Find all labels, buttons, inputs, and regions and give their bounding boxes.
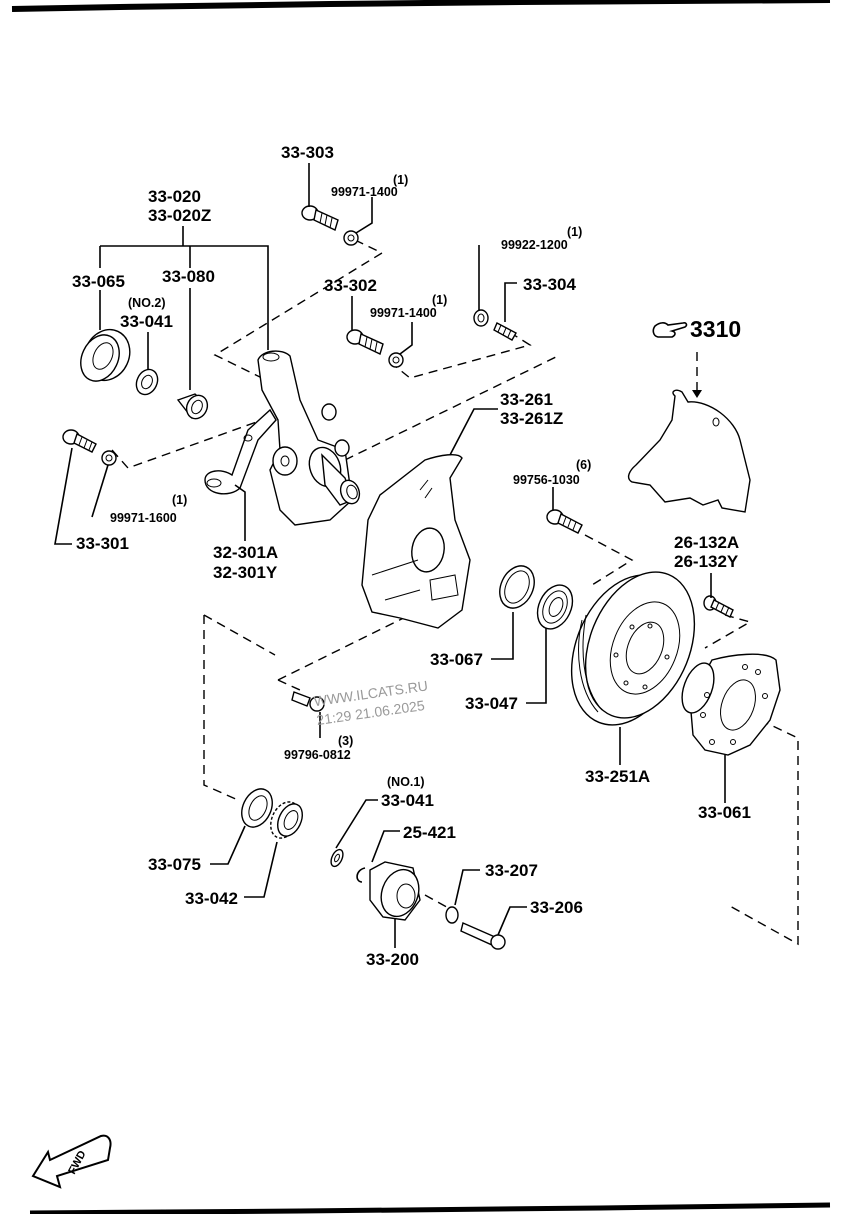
bolt-33-301-graphic (62, 429, 97, 453)
bolt-33-206-graphic (460, 922, 506, 950)
callout-33-061[interactable]: 33-061 (698, 803, 751, 822)
callout-99756-1030[interactable]: 99756-1030 (513, 473, 580, 487)
callout-26-132y[interactable]: 26-132Y (674, 552, 739, 571)
top-border (11, 0, 831, 12)
washer-33-041-no2-graphic (135, 368, 159, 396)
reference-section-number[interactable]: 3310 (690, 316, 741, 342)
nut-99971-1400-b-graphic (388, 352, 404, 368)
snap-ring-25-421-graphic (356, 867, 366, 883)
hub-lock-33-200-graphic (369, 861, 421, 921)
callout-33-042[interactable]: 33-042 (185, 889, 238, 908)
seal-33-065-graphic (80, 328, 131, 382)
callout-33-020z[interactable]: 33-020Z (148, 206, 211, 225)
callout-99796-0812[interactable]: 99796-0812 (284, 748, 351, 762)
callout-26-132a[interactable]: 26-132A (674, 533, 739, 552)
callout-33-261[interactable]: 33-261 (500, 390, 553, 409)
qty-99971-1400-a: (1) (393, 173, 408, 187)
leader-lines (54, 163, 726, 948)
callout-33-080[interactable]: 33-080 (162, 267, 215, 286)
callout-99922-1200[interactable]: 99922-1200 (501, 238, 568, 252)
pointing-hand-icon (652, 322, 688, 338)
callout-33-251a[interactable]: 33-251A (585, 767, 650, 786)
bolt-33-302-graphic (346, 329, 384, 355)
callout-25-421[interactable]: 25-421 (403, 823, 456, 842)
bolt-33-303-graphic (301, 205, 339, 231)
reference-arrow (692, 390, 702, 398)
bottom-border (29, 1202, 831, 1214)
qty-99756-1030: (6) (576, 458, 591, 472)
fwd-arrow-icon (31, 1134, 112, 1189)
watermark: WWW.ILCATS.RU 21:29 21.06.2025 (313, 677, 429, 728)
callout-33-020[interactable]: 33-020 (148, 187, 201, 206)
callout-33-261z[interactable]: 33-261Z (500, 409, 563, 428)
callout-33-206[interactable]: 33-206 (530, 898, 583, 917)
bolt-99756-1030-graphic (546, 509, 583, 534)
callout-33-303[interactable]: 33-303 (281, 143, 334, 162)
callout-33-304[interactable]: 33-304 (523, 275, 576, 294)
washer-33-207-graphic (445, 906, 459, 924)
qty-99922-1200: (1) (567, 225, 582, 239)
gear-33-042-graphic (270, 801, 303, 839)
callout-33-200[interactable]: 33-200 (366, 950, 419, 969)
callout-33-065[interactable]: 33-065 (72, 272, 125, 291)
bearing-33-047-graphic (536, 584, 574, 630)
callout-33-041-no2[interactable]: 33-041 (120, 312, 173, 331)
steering-knuckle-graphic (204, 350, 361, 526)
callout-33-067[interactable]: 33-067 (430, 650, 483, 669)
washer-33-041-no1-graphic (330, 848, 344, 868)
note-no2: (NO.2) (128, 296, 166, 310)
bolt-99796-0812-graphic (291, 691, 325, 712)
bearing-33-075-graphic (241, 788, 273, 828)
callout-99971-1400-b[interactable]: 99971-1400 (370, 306, 437, 320)
seal-33-067-graphic (499, 565, 535, 609)
callout-33-075[interactable]: 33-075 (148, 855, 201, 874)
callout-33-301[interactable]: 33-301 (76, 534, 129, 553)
qty-99796-0812: (3) (338, 734, 353, 748)
wheel-hub-33-061-graphic (681, 653, 781, 756)
brake-disc-33-251A-graphic (570, 571, 696, 726)
callout-33-041-no1[interactable]: 33-041 (381, 791, 434, 810)
callout-32-301a[interactable]: 32-301A (213, 543, 278, 562)
nut-99971-1600-graphic (101, 450, 117, 466)
qty-99971-1600: (1) (172, 493, 187, 507)
nut-99971-1400-a-graphic (343, 230, 359, 246)
reference-3310[interactable]: 3310 (652, 316, 741, 342)
callout-99971-1400-a[interactable]: 99971-1400 (331, 185, 398, 199)
cover-3310-graphic (627, 389, 751, 513)
hub-bolt-26-132A-graphic (703, 595, 734, 618)
callout-33-302[interactable]: 33-302 (324, 276, 377, 295)
callout-99971-1600[interactable]: 99971-1600 (110, 511, 177, 525)
fwd-indicator: FWD (31, 1134, 112, 1189)
note-no1: (NO.1) (387, 775, 425, 789)
nut-99922-1200-graphic (473, 309, 489, 327)
callout-33-207[interactable]: 33-207 (485, 861, 538, 880)
callout-32-301y[interactable]: 32-301Y (213, 563, 278, 582)
dust-shield-33-261-graphic (361, 453, 471, 629)
qty-99971-1400-b: (1) (432, 293, 447, 307)
bushing-33-080-graphic (176, 393, 209, 420)
stud-33-304-graphic (493, 322, 517, 341)
callout-33-047[interactable]: 33-047 (465, 694, 518, 713)
